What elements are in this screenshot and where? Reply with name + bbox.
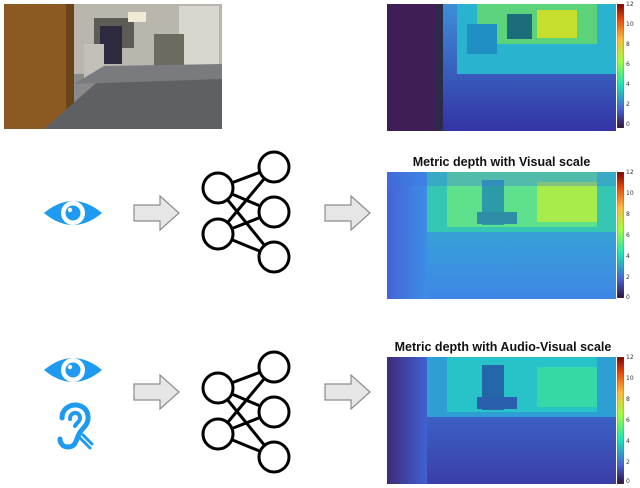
arrow-right-icon [323, 372, 373, 412]
neural-network-icon [198, 150, 294, 276]
colorbar-tick: 8 [626, 211, 630, 218]
arrow-right-icon [132, 193, 182, 233]
colorbar-tick: 4 [626, 81, 630, 88]
arrow-right-icon [132, 372, 182, 412]
colorbar-tick: 8 [626, 41, 630, 48]
eye-icon [42, 352, 104, 388]
visual-scale-depth-map [387, 172, 616, 299]
colorbar-tick: 10 [626, 190, 634, 197]
colorbar-tick: 4 [626, 253, 630, 260]
ear-icon [48, 392, 100, 452]
colorbar-tick: 0 [626, 121, 630, 128]
colorbar-tick: 6 [626, 417, 630, 424]
visual-scale-title: Metric depth with Visual scale [412, 155, 591, 169]
eye-icon [42, 195, 104, 231]
neural-network-icon [198, 350, 294, 476]
audio-visual-scale-title: Metric depth with Audio-Visual scale [394, 340, 612, 354]
colorbar-tick: 0 [626, 478, 630, 485]
colorbar-tick: 2 [626, 459, 630, 466]
audio-visual-scale-depth-map [387, 357, 616, 484]
visual-scale-colorbar-ticks: 12 10 8 6 4 2 0 [626, 169, 640, 301]
ground-truth-colorbar [617, 4, 624, 128]
colorbar-tick: 8 [626, 396, 630, 403]
visual-scale-colorbar [617, 172, 624, 298]
ground-truth-depth-map [387, 4, 616, 131]
colorbar-tick: 4 [626, 438, 630, 445]
colorbar-tick: 2 [626, 101, 630, 108]
colorbar-tick: 12 [626, 169, 634, 176]
colorbar-tick: 12 [626, 354, 634, 361]
colorbar-tick: 10 [626, 375, 634, 382]
colorbar-tick: 12 [626, 1, 634, 8]
ground-truth-colorbar-ticks: 12 10 8 6 4 2 0 [626, 1, 640, 131]
colorbar-tick: 6 [626, 61, 630, 68]
audio-visual-scale-colorbar [617, 357, 624, 484]
rgb-photo [4, 4, 222, 129]
audio-visual-scale-colorbar-ticks: 12 10 8 6 4 2 0 [626, 354, 640, 487]
colorbar-tick: 10 [626, 21, 634, 28]
colorbar-tick: 0 [626, 294, 630, 301]
colorbar-tick: 6 [626, 232, 630, 239]
colorbar-tick: 2 [626, 274, 630, 281]
arrow-right-icon [323, 193, 373, 233]
